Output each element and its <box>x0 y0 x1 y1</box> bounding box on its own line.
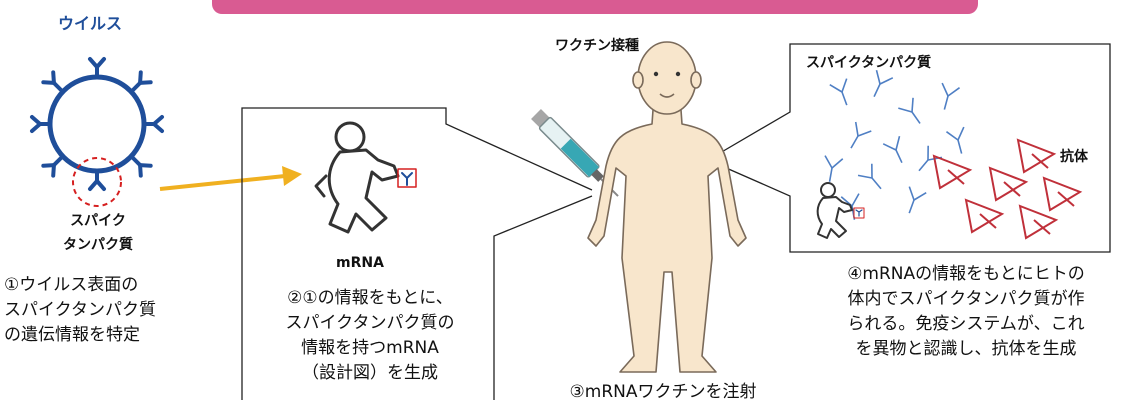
step1-line: の遺伝情報を特定 <box>4 325 140 345</box>
step2-text: ②①の情報をもとに、 スパイクタンパク質の 情報を持つmRNA （設計図）を生成 <box>248 286 492 386</box>
human-body-icon <box>587 41 747 373</box>
spike-label-line1: スパイク <box>70 213 126 229</box>
step4-line: られる。免疫システムが、これ <box>847 314 1085 334</box>
spike-protein-label: スパイクタンパク質 <box>806 55 932 71</box>
arrow-icon <box>159 166 302 191</box>
step1-line: スパイクタンパク質 <box>4 300 156 320</box>
mrna-box <box>241 107 593 400</box>
step4-line: を異物と認識し、抗体を生成 <box>855 339 1077 359</box>
step2-line: ②①の情報をもとに、 <box>287 288 453 308</box>
virus-icon <box>30 57 164 191</box>
mrna-figure-icon <box>314 121 417 234</box>
step2-line: （設計図）を生成 <box>302 363 438 383</box>
antibody-icons <box>819 69 972 223</box>
small-figure-icon <box>816 182 865 239</box>
spike-protein-icons <box>933 139 1081 239</box>
spike-highlight-circle <box>72 157 122 207</box>
step1-line: ①ウイルス表面の <box>4 275 139 295</box>
step4-line: 体内でスパイクタンパク質が作 <box>847 289 1085 309</box>
step2-line: スパイクタンパク質の <box>285 313 455 333</box>
spike-label: スパイク タンパク質 <box>40 209 156 257</box>
mrna-label: mRNA <box>336 255 384 271</box>
spike-label-line2: タンパク質 <box>63 237 133 253</box>
step3-text: ③mRNAワクチンを注射 <box>569 382 757 402</box>
step1-text: ①ウイルス表面の スパイクタンパク質 の遺伝情報を特定 <box>4 273 200 348</box>
step2-line: 情報を持つmRNA <box>301 338 439 358</box>
antibody-label: 抗体 <box>1060 149 1088 165</box>
virus-label: ウイルス <box>58 14 123 33</box>
step4-text: ④mRNAの情報をもとにヒトの 体内でスパイクタンパク質が作 られる。免疫システ… <box>804 262 1128 362</box>
step4-line: ④mRNAの情報をもとにヒトの <box>847 264 1085 284</box>
vaccination-label: ワクチン接種 <box>555 38 639 54</box>
header-banner <box>212 0 978 14</box>
antibody-box <box>707 43 1111 253</box>
